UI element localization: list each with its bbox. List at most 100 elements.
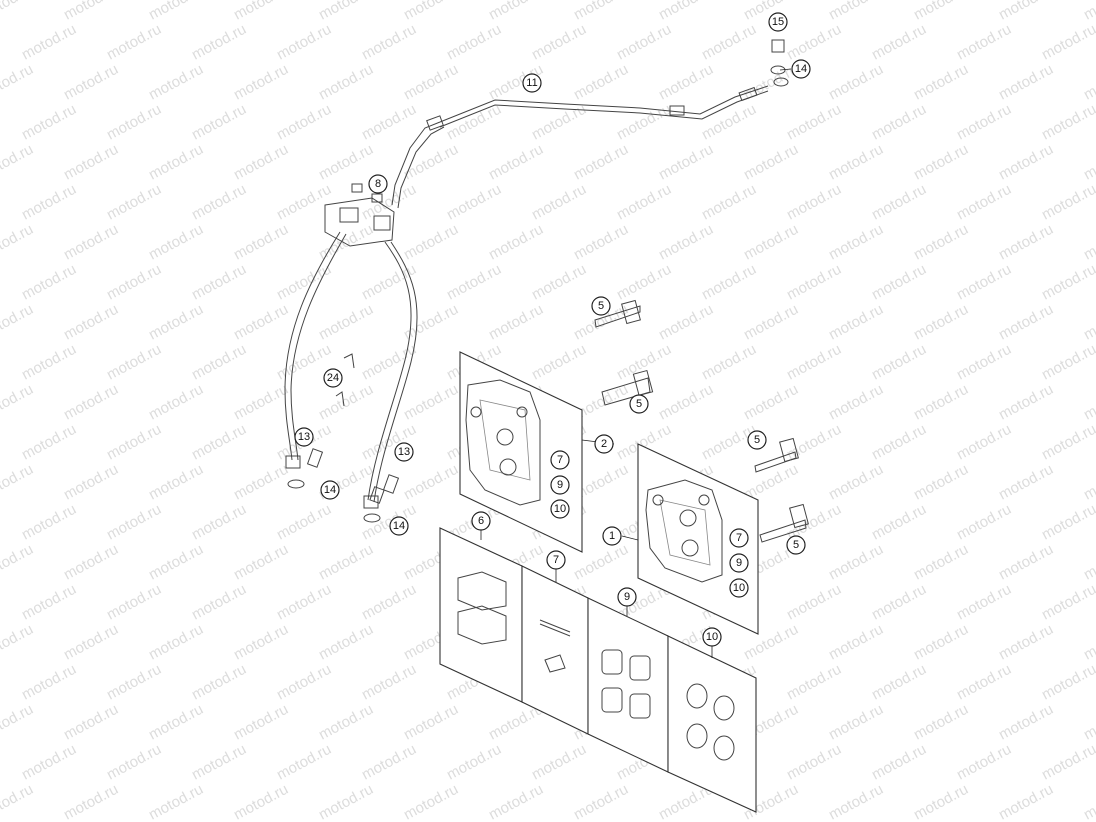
callout-14-top: 14 xyxy=(791,59,811,79)
watermark-text: motod.ru xyxy=(996,701,1056,744)
watermark-text: motod.ru xyxy=(741,221,801,264)
watermark-text: motod.ru xyxy=(826,61,886,104)
watermark-text: motod.ru xyxy=(61,301,121,344)
watermark-text: motod.ru xyxy=(1039,341,1096,384)
watermark-text: motod.ru xyxy=(61,0,121,24)
watermark-text: motod.ru xyxy=(911,461,971,504)
callout-14-left: 14 xyxy=(320,480,340,500)
caliper-2-assembly xyxy=(459,299,654,553)
watermark-text: motod.ru xyxy=(401,381,461,424)
watermark-text: motod.ru xyxy=(19,101,79,144)
watermark-text: motod.ru xyxy=(316,301,376,344)
watermark-text: motod.ru xyxy=(61,141,121,184)
svg-text:14: 14 xyxy=(795,63,807,75)
svg-text:10: 10 xyxy=(706,631,718,643)
watermark-text: motod.ru xyxy=(614,261,674,304)
watermark-text: motod.ru xyxy=(189,661,249,704)
watermark-text: motod.ru xyxy=(529,181,589,224)
watermark-text: motod.ru xyxy=(359,181,419,224)
watermark-text: motod.ru xyxy=(316,701,376,744)
watermark-text: motod.ru xyxy=(486,0,546,24)
watermark-text: motod.ru xyxy=(316,541,376,584)
watermark-text: motod.ru xyxy=(359,21,419,64)
callout-9-caliper-1: 9 xyxy=(729,553,749,573)
watermark-text: motod.ru xyxy=(444,21,504,64)
watermark-text: motod.ru xyxy=(954,741,1014,784)
watermark-text: motod.ru xyxy=(1081,381,1096,424)
watermark-text: motod.ru xyxy=(869,21,929,64)
watermark-text: motod.ru xyxy=(656,301,716,344)
watermark-text: motod.ru xyxy=(614,341,674,384)
watermark-text: motod.ru xyxy=(529,741,589,784)
watermark-text: motod.ru xyxy=(954,421,1014,464)
watermark-text: motod.ru xyxy=(316,621,376,664)
watermark-text: motod.ru xyxy=(826,781,886,822)
callout-5-mid-pin: 5 xyxy=(629,394,649,414)
watermark-text: motod.ru xyxy=(996,221,1056,264)
watermark-text: motod.ru xyxy=(826,221,886,264)
watermark-text: motod.ru xyxy=(231,621,291,664)
watermark-text: motod.ru xyxy=(19,741,79,784)
watermark-text: motod.ru xyxy=(359,501,419,544)
watermark-text: motod.ru xyxy=(826,0,886,24)
watermark-text: motod.ru xyxy=(996,0,1056,24)
watermark-text: motod.ru xyxy=(656,221,716,264)
watermark-text: motod.ru xyxy=(1039,581,1096,624)
watermark-text: motod.ru xyxy=(146,0,206,24)
callout-9-kit: 9 xyxy=(617,587,637,607)
watermark-text: motod.ru xyxy=(274,261,334,304)
watermark-text: motod.ru xyxy=(189,341,249,384)
watermark-text: motod.ru xyxy=(104,261,164,304)
watermark-text: motod.ru xyxy=(784,741,844,784)
watermark-text: motod.ru xyxy=(571,0,631,24)
watermark-text: motod.ru xyxy=(784,181,844,224)
watermark-text: motod.ru xyxy=(104,661,164,704)
watermark-text: motod.ru xyxy=(826,141,886,184)
watermark-text: motod.ru xyxy=(146,301,206,344)
watermark-text: motod.ru xyxy=(189,261,249,304)
watermark-text: motod.ru xyxy=(741,141,801,184)
watermark-text: motod.ru xyxy=(0,621,36,664)
watermark-text: motod.ru xyxy=(1039,21,1096,64)
watermark-text: motod.ru xyxy=(444,181,504,224)
watermark-text: motod.ru xyxy=(359,581,419,624)
watermark-text: motod.ru xyxy=(0,701,36,744)
watermark-text: motod.ru xyxy=(231,221,291,264)
svg-text:7: 7 xyxy=(557,454,563,466)
watermark-text: motod.ru xyxy=(1081,701,1096,744)
watermark-text: motod.ru xyxy=(996,621,1056,664)
watermark-text: motod.ru xyxy=(784,101,844,144)
svg-text:7: 7 xyxy=(553,554,559,566)
watermark-text: motod.ru xyxy=(274,581,334,624)
watermark-text: motod.ru xyxy=(826,301,886,344)
watermark-text: motod.ru xyxy=(784,261,844,304)
watermark-text: motod.ru xyxy=(146,61,206,104)
callout-10-caliper-2: 10 xyxy=(550,499,570,519)
watermark-text: motod.ru xyxy=(401,781,461,822)
watermark-text: motod.ru xyxy=(869,501,929,544)
watermark-text: motod.ru xyxy=(189,581,249,624)
watermark-text: motod.ru xyxy=(911,781,971,822)
watermark-text: motod.ru xyxy=(401,461,461,504)
watermark-text: motod.ru xyxy=(0,541,36,584)
watermark-text: motod.ru xyxy=(529,341,589,384)
watermark-text: motod.ru xyxy=(359,741,419,784)
watermark-text: motod.ru xyxy=(359,341,419,384)
watermark-text: motod.ru xyxy=(486,301,546,344)
svg-text:14: 14 xyxy=(393,520,405,532)
callout-13-right: 13 xyxy=(394,442,414,462)
watermark-text: motod.ru xyxy=(359,661,419,704)
watermark-text: motod.ru xyxy=(61,221,121,264)
svg-text:5: 5 xyxy=(754,434,760,446)
watermark-text: motod.ru xyxy=(741,381,801,424)
watermark-text: motod.ru xyxy=(1081,141,1096,184)
brake-line-assembly xyxy=(284,39,789,523)
watermark-text: motod.ru xyxy=(529,21,589,64)
callout-8: 8 xyxy=(368,174,388,194)
watermark-text: motod.ru xyxy=(104,21,164,64)
watermark-text: motod.ru xyxy=(61,781,121,822)
watermark-text: motod.ru xyxy=(0,141,36,184)
watermark-text: motod.ru xyxy=(614,21,674,64)
watermark-text: motod.ru xyxy=(359,101,419,144)
